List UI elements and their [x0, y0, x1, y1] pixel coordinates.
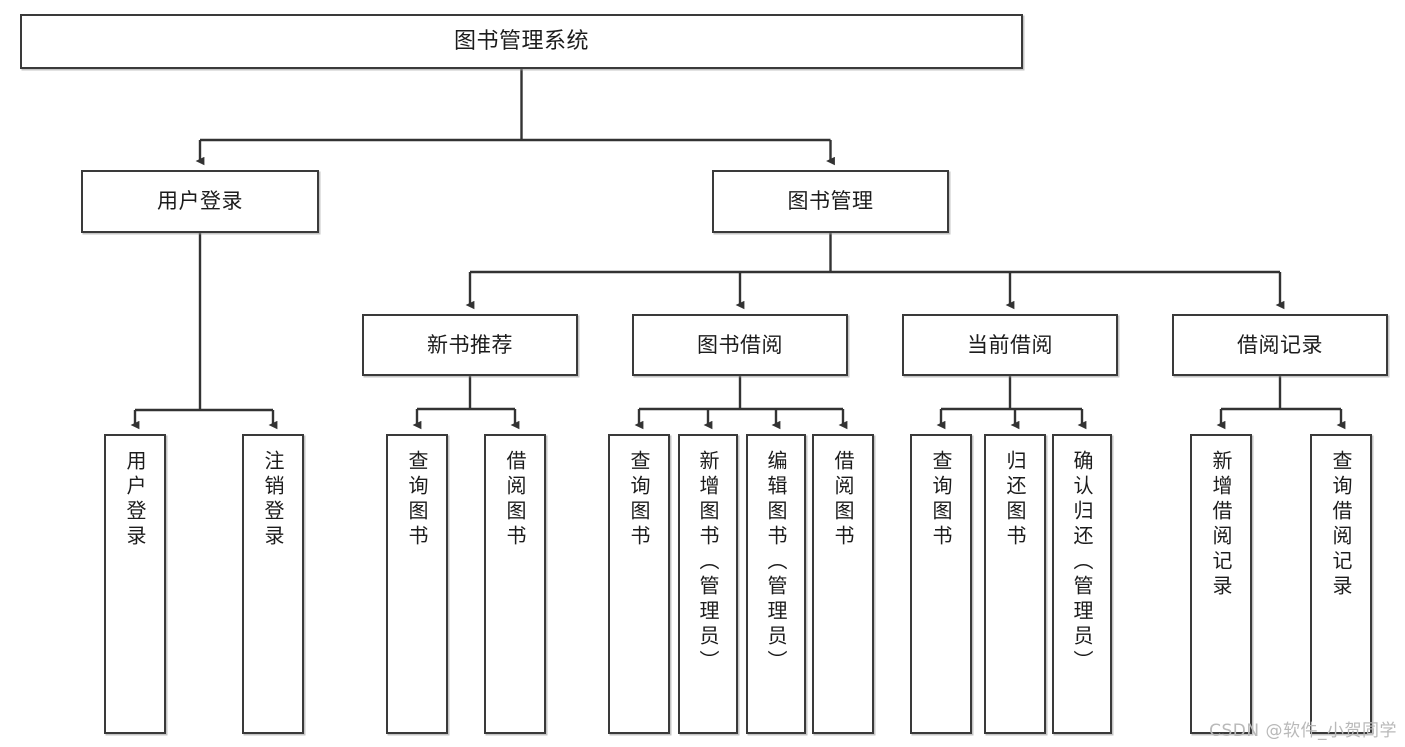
node-l_logout[interactable]: 注销登录 — [242, 434, 304, 734]
node-label-n_borrow: 借阅图书 — [503, 450, 527, 550]
node-l_login[interactable]: 用户登录 — [104, 434, 166, 734]
node-label-b_lend: 借阅图书 — [831, 450, 855, 550]
node-label-l_login: 用户登录 — [123, 450, 147, 550]
node-label-borrow: 图书借阅 — [697, 332, 783, 357]
node-borrow[interactable]: 图书借阅 — [632, 314, 848, 376]
node-label-b_edit: 编辑图书（管理员） — [764, 450, 788, 675]
node-records[interactable]: 借阅记录 — [1172, 314, 1388, 376]
node-root[interactable]: 图书管理系统 — [20, 14, 1023, 69]
node-c_query[interactable]: 查询图书 — [910, 434, 972, 734]
node-label-bookmgmt: 图书管理 — [787, 189, 874, 214]
node-c_return[interactable]: 归还图书 — [984, 434, 1046, 734]
node-label-records: 借阅记录 — [1237, 332, 1323, 357]
node-label-root: 图书管理系统 — [453, 28, 589, 54]
node-b_query[interactable]: 查询图书 — [608, 434, 670, 734]
node-label-l_logout: 注销登录 — [261, 450, 285, 550]
watermark-text: CSDN @软件_小贺同学 — [1209, 721, 1397, 741]
node-n_borrow[interactable]: 借阅图书 — [484, 434, 546, 734]
node-current[interactable]: 当前借阅 — [902, 314, 1118, 376]
node-label-c_query: 查询图书 — [929, 450, 953, 550]
node-label-login: 用户登录 — [157, 189, 243, 214]
node-b_add[interactable]: 新增图书（管理员） — [678, 434, 738, 734]
node-b_edit[interactable]: 编辑图书（管理员） — [746, 434, 806, 734]
node-b_lend[interactable]: 借阅图书 — [812, 434, 874, 734]
node-n_query[interactable]: 查询图书 — [386, 434, 448, 734]
node-r_query[interactable]: 查询借阅记录 — [1310, 434, 1372, 734]
node-label-newbook: 新书推荐 — [427, 332, 513, 357]
node-label-current: 当前借阅 — [967, 332, 1053, 357]
node-newbook[interactable]: 新书推荐 — [362, 314, 578, 376]
node-label-r_query: 查询借阅记录 — [1329, 450, 1353, 600]
node-label-c_confirm: 确认归还（管理员） — [1070, 450, 1094, 675]
node-label-b_add: 新增图书（管理员） — [696, 450, 720, 675]
node-label-n_query: 查询图书 — [405, 450, 429, 550]
node-label-c_return: 归还图书 — [1003, 450, 1027, 550]
node-c_confirm[interactable]: 确认归还（管理员） — [1052, 434, 1112, 734]
node-label-b_query: 查询图书 — [627, 450, 651, 550]
node-login[interactable]: 用户登录 — [81, 170, 319, 233]
node-bookmgmt[interactable]: 图书管理 — [712, 170, 949, 233]
node-label-r_add: 新增借阅记录 — [1209, 450, 1233, 600]
node-r_add[interactable]: 新增借阅记录 — [1190, 434, 1252, 734]
